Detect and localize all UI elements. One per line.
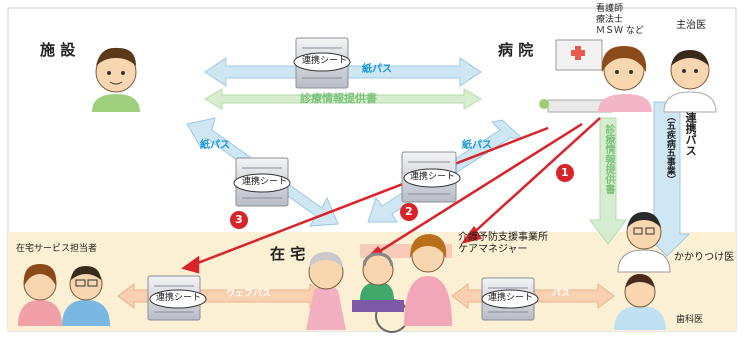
care-office-line1: 介護予防支援事業所 bbox=[458, 232, 548, 243]
sheet-stack-bottom-right bbox=[481, 277, 539, 321]
facility-staff-person bbox=[92, 47, 140, 112]
dentist-label: 歯科医 bbox=[676, 315, 704, 325]
nurse-person bbox=[598, 46, 652, 112]
red-referral-lines bbox=[181, 117, 601, 274]
badge-1-number: 1 bbox=[561, 166, 569, 179]
family-doctor-label: かかりつけ医 bbox=[674, 252, 735, 263]
nurse-roles-label: 看護師 療法士 ＭＳＷ など bbox=[596, 4, 644, 37]
wheelchair-person bbox=[352, 252, 409, 333]
role-msw: ＭＳＷ など bbox=[596, 26, 644, 36]
vertical-info-arrow bbox=[589, 117, 627, 245]
dentist-person bbox=[614, 274, 666, 330]
badge-group bbox=[230, 164, 574, 229]
sheet-label-center-mid: 連携シート bbox=[410, 172, 456, 182]
sheet-stack-bottom-left bbox=[147, 275, 207, 321]
family-doctor-person bbox=[617, 212, 671, 273]
doctor-person bbox=[663, 50, 717, 113]
sheet-label-top: 連携シート bbox=[302, 56, 348, 66]
bottom-left-arrow-label: ウェブパス bbox=[226, 289, 272, 299]
bottom-right-arrow-label: パス bbox=[552, 289, 571, 299]
sheet-label-bottom-left: 連携シート bbox=[156, 293, 202, 303]
elderly-woman-person bbox=[306, 252, 346, 330]
home-service-manager-label: 在宅サービス担当者 bbox=[16, 244, 98, 254]
badge-1 bbox=[556, 164, 574, 182]
hospital-building-icon bbox=[539, 39, 613, 113]
attending-doctor-label: 主治医 bbox=[676, 20, 706, 31]
sheet-stack-center-mid bbox=[401, 151, 461, 203]
care-office-line2: ケアマネジャー bbox=[458, 244, 528, 255]
info-provision-arrow bbox=[204, 88, 482, 110]
badge-2 bbox=[400, 203, 418, 221]
facility-label: 施 設 bbox=[40, 41, 76, 59]
sheet-label-left-mid: 連携シート bbox=[242, 177, 288, 187]
badge-2-number: 2 bbox=[405, 205, 413, 218]
sheet-label-bottom-right: 連携シート bbox=[488, 293, 534, 303]
home-service-woman bbox=[18, 264, 62, 326]
home-label: 在 宅 bbox=[270, 245, 306, 263]
role-nurse: 看護師 bbox=[596, 4, 624, 14]
center-pass-label: 紙パス bbox=[462, 140, 492, 151]
renkei-pass-label: 連携パス bbox=[684, 112, 698, 156]
vertical-info-label: 診療情報提供書 bbox=[603, 124, 614, 194]
sheet-stack-left-mid bbox=[233, 157, 291, 207]
badge-3 bbox=[230, 211, 248, 229]
care-office-label: 介護予防支援事業所 ケアマネジャー bbox=[458, 232, 548, 256]
home-service-man bbox=[62, 266, 110, 326]
info-provision-label: 診療情報提供書 bbox=[300, 92, 377, 105]
badge-3-number: 3 bbox=[235, 213, 243, 226]
five-diseases-label: （五疾病五事業） bbox=[664, 112, 675, 184]
caregiver-woman-person bbox=[404, 234, 452, 326]
hospital-label: 病 院 bbox=[498, 41, 534, 59]
sheet-stack-top bbox=[293, 37, 351, 89]
role-therapist: 療法士 bbox=[596, 15, 624, 25]
left-pass-label: 紙パス bbox=[200, 140, 230, 151]
top-pass-label: 紙パス bbox=[362, 64, 392, 75]
